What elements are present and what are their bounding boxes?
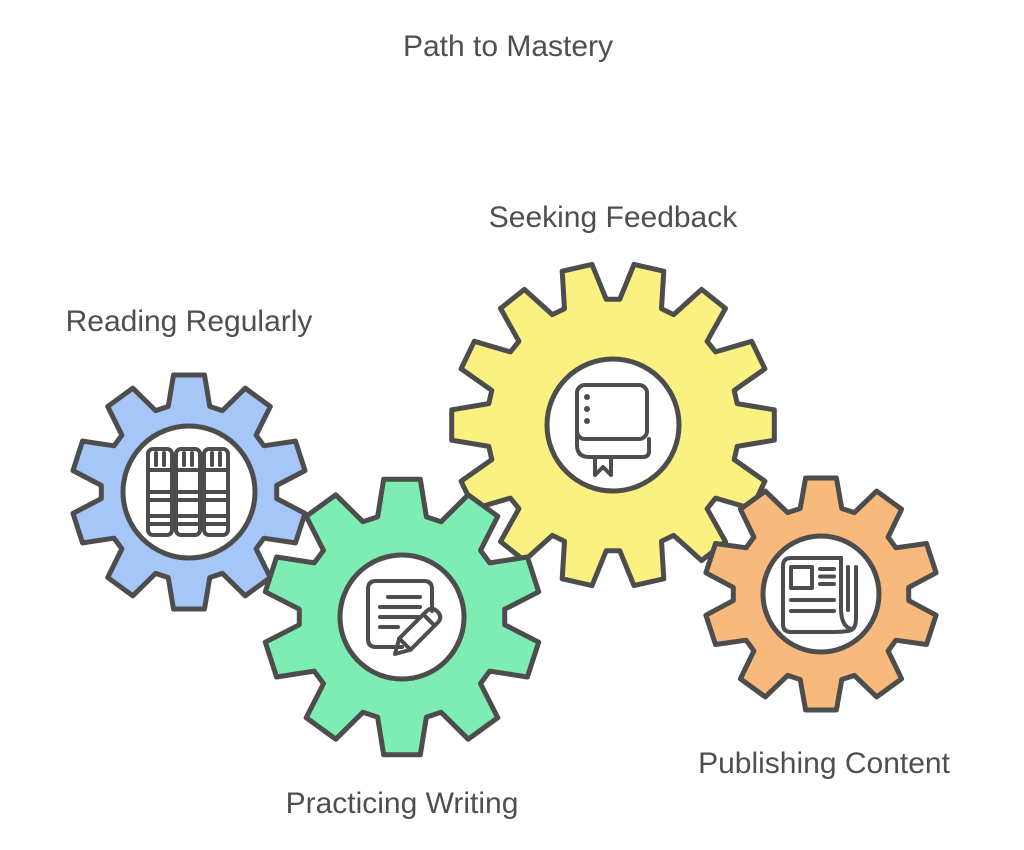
gear-reading-regularly: Reading Regularly (66, 305, 313, 612)
gear-label-feedback: Seeking Feedback (489, 201, 738, 234)
newspaper-icon (781, 556, 858, 634)
gear-hub-publishing (760, 533, 882, 655)
gear-label-publishing: Publishing Content (698, 747, 951, 780)
notebook-icon (575, 383, 651, 477)
gear-label-reading: Reading Regularly (66, 305, 313, 338)
gear-seeking-feedback: Seeking Feedback (449, 201, 777, 589)
gear-practicing-writing: Practicing Writing (262, 476, 542, 820)
gear-hub-feedback (544, 356, 682, 494)
gear-label-writing: Practicing Writing (286, 787, 519, 820)
diagram-title: Path to Mastery (403, 30, 613, 63)
books-icon (146, 447, 230, 537)
gear-publishing-content: Publishing Content (698, 475, 951, 780)
document-pencil-icon (366, 579, 443, 656)
